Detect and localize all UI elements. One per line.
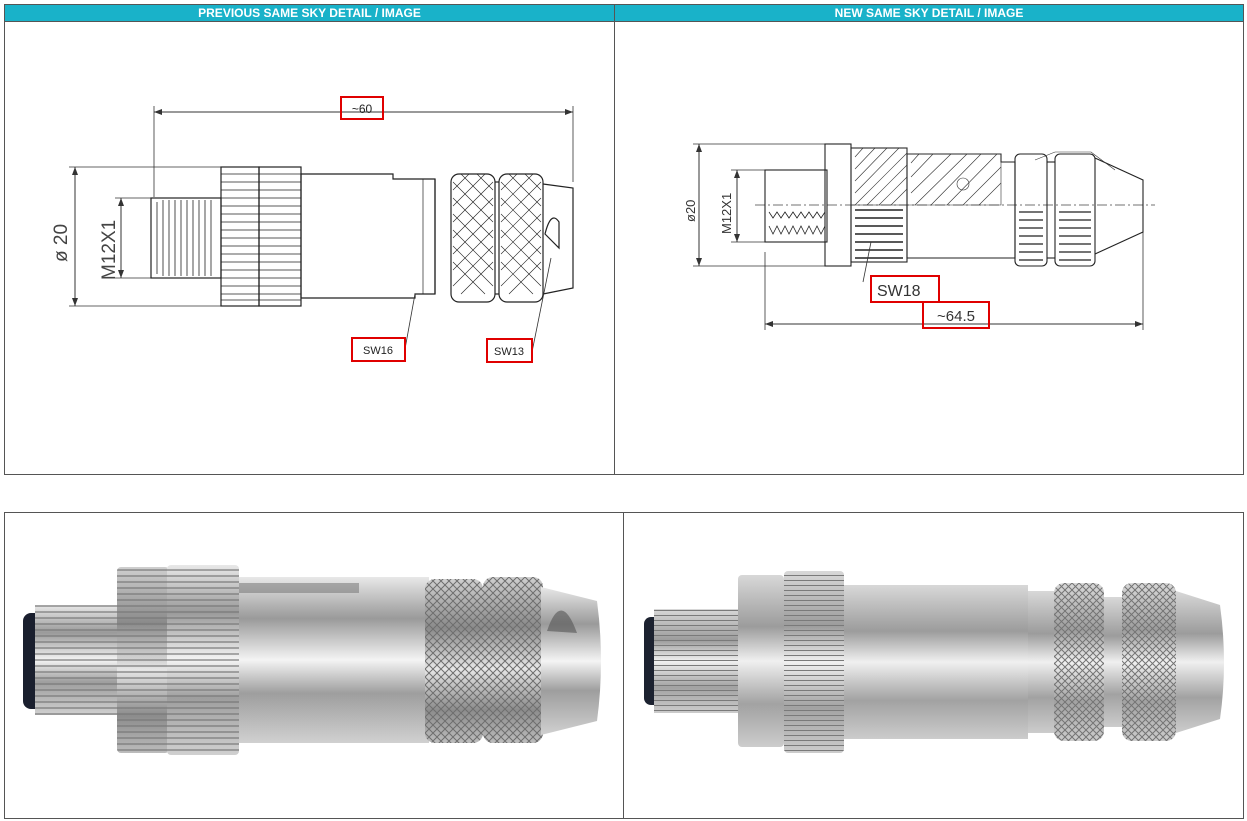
sw18-label: SW18 xyxy=(877,283,921,300)
new-photo-panel xyxy=(623,512,1244,819)
diameter-label: ø 20 xyxy=(51,224,72,262)
previous-header: PREVIOUS SAME SKY DETAIL / IMAGE xyxy=(5,5,614,22)
new-connector-photo xyxy=(644,571,1224,753)
previous-connector-outline xyxy=(150,166,574,307)
length-label: ~60 xyxy=(352,102,373,116)
new-knurl-pattern xyxy=(855,209,1091,261)
new-header: NEW SAME SKY DETAIL / IMAGE xyxy=(615,5,1243,22)
section-hatching xyxy=(850,147,1116,206)
previous-photo-panel xyxy=(4,512,624,819)
sw13-label: SW13 xyxy=(494,346,524,358)
length-highlight-box xyxy=(340,96,384,120)
sw16-highlight-box xyxy=(351,337,406,362)
sw18-highlight-box xyxy=(870,275,940,303)
new-length-label: ~64.5 xyxy=(937,308,975,325)
knurl-pattern xyxy=(452,173,542,295)
new-thread-label: M12X1 xyxy=(719,193,734,234)
previous-drawing-panel: PREVIOUS SAME SKY DETAIL / IMAGE ~60 ø 2… xyxy=(4,4,615,475)
new-diameter-label: ø20 xyxy=(683,200,698,222)
new-technical-drawing: ø20 M12X1 ~64.5 xyxy=(683,143,1155,330)
thread-label: M12X1 xyxy=(99,220,120,280)
previous-connector-photo xyxy=(23,565,601,755)
new-length-highlight-box xyxy=(922,301,990,329)
new-drawing-panel: NEW SAME SKY DETAIL / IMAGE ø20 M12X1 ~6… xyxy=(614,4,1244,475)
previous-technical-drawing: ~60 ø 20 M12X1 xyxy=(51,96,574,363)
sw16-label: SW16 xyxy=(363,345,393,357)
sw13-highlight-box xyxy=(486,338,533,363)
